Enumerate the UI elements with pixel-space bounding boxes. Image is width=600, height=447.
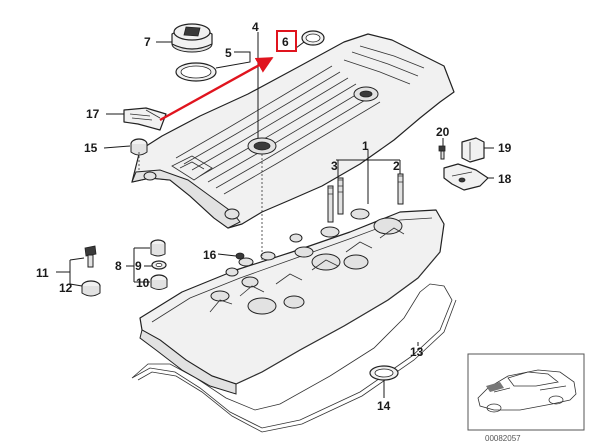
clip-part-16 — [235, 252, 245, 260]
spark-plug-wells — [209, 227, 405, 313]
callout-labels: 1 2 3 4 5 6 7 8 9 10 11 12 13 14 15 16 1… — [36, 20, 512, 413]
spacer-part-8 — [150, 239, 166, 257]
callout-18: 18 — [498, 172, 512, 186]
callout-3: 3 — [331, 159, 338, 173]
callout-4: 4 — [252, 20, 259, 34]
reference-number: 00082057 — [485, 434, 521, 443]
callout-7: 7 — [144, 35, 151, 49]
oil-filler-cap — [171, 23, 213, 53]
engine-cover-emblem — [171, 155, 213, 181]
callout-2: 2 — [393, 159, 400, 173]
screw-part-11 — [84, 245, 97, 268]
grommet-part-15 — [130, 138, 148, 156]
callout-12: 12 — [59, 281, 73, 295]
grommet-part-12 — [81, 280, 101, 297]
engine-cover — [131, 33, 455, 229]
valve-cover-gasket — [131, 283, 453, 429]
callout-1: 1 — [362, 139, 369, 153]
valve-cover-bosses — [210, 208, 403, 315]
callout-11: 11 — [36, 266, 49, 280]
bracket-part-18 — [443, 163, 489, 191]
callout-6: 6 — [282, 35, 289, 49]
grommet-part-10 — [150, 274, 168, 290]
engine-cover-ribs — [175, 45, 425, 195]
callout-16: 16 — [203, 248, 217, 262]
callout-5: 5 — [225, 46, 232, 60]
highlight-box — [276, 30, 297, 52]
callout-19: 19 — [498, 141, 512, 155]
leader-lines — [56, 32, 494, 398]
callout-17: 17 — [86, 107, 100, 121]
shaft-seal-part-14 — [369, 365, 399, 381]
callout-9: 9 — [135, 259, 142, 273]
highlight-arrow — [159, 56, 274, 122]
callout-20: 20 — [436, 125, 450, 139]
studs — [327, 173, 404, 223]
seal-ring-part-5 — [175, 62, 217, 82]
vehicle-thumbnail — [467, 353, 585, 431]
plate-part-17 — [123, 107, 167, 131]
screw-part-20 — [438, 145, 446, 160]
callout-13: 13 — [410, 345, 424, 359]
callout-8: 8 — [115, 259, 122, 273]
callout-14: 14 — [377, 399, 391, 413]
sealing-ring-part-6 — [301, 30, 325, 46]
washer-part-9 — [151, 260, 167, 270]
callout-10: 10 — [136, 276, 150, 290]
callout-15: 15 — [84, 141, 98, 155]
holder-part-19 — [461, 137, 485, 163]
